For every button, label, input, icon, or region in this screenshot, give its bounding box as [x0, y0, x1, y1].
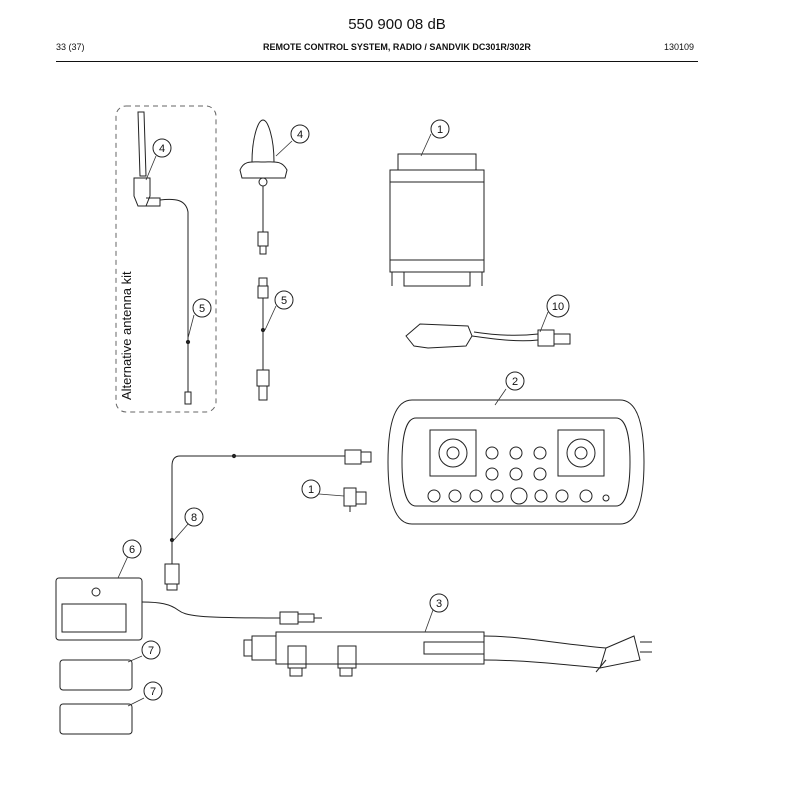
callout-label: 2: [512, 376, 518, 388]
callout-label: 5: [199, 303, 205, 315]
callout-7-top: [141, 640, 161, 660]
page-number: 33 (37): [56, 42, 85, 52]
radio-unit: [389, 153, 485, 287]
callout-4-dome: [290, 124, 310, 144]
document-date: 130109: [663, 42, 694, 52]
callout-label: 5: [281, 295, 287, 307]
callout-label: 10: [552, 301, 564, 313]
callout-10: [546, 294, 570, 318]
callout-4-whip: [152, 138, 172, 158]
callout-label: 7: [148, 645, 154, 657]
callout-8: [184, 507, 204, 527]
battery-2: [59, 703, 133, 735]
callout-label: 6: [129, 544, 135, 556]
dome-antenna: [239, 119, 288, 255]
control-panel: [387, 399, 645, 525]
callout-label: 4: [297, 129, 303, 141]
callout-label: 7: [150, 686, 156, 698]
mounting-cradle: [243, 631, 652, 677]
callout-label: 1: [308, 484, 314, 496]
callout-3: [429, 593, 449, 613]
document-number: 550 900 08 dB: [348, 16, 446, 33]
antenna-cable: [256, 277, 270, 401]
whip-antenna: [133, 111, 192, 405]
cable-assembly: [405, 323, 571, 349]
callout-5-cable: [274, 290, 294, 310]
callout-label: 8: [191, 512, 197, 524]
battery-1: [59, 659, 133, 691]
callout-6: [122, 539, 142, 559]
callout-label: 4: [159, 143, 165, 155]
panel-cable: [164, 449, 372, 591]
callout-label: 1: [437, 124, 443, 136]
callout-label: 3: [436, 598, 442, 610]
callout-7-bottom: [143, 681, 163, 701]
callout-2: [505, 371, 525, 391]
callout-1-plug: [301, 479, 321, 499]
small-plug: [343, 487, 367, 512]
alt-kit-box: [115, 105, 217, 413]
callout-1-radio: [430, 119, 450, 139]
document-title: REMOTE CONTROL SYSTEM, RADIO / SANDVIK D…: [263, 42, 531, 52]
battery-charger: [55, 577, 322, 641]
header-rule: [56, 61, 698, 62]
alt-kit-label: Alternative antenna kit: [119, 271, 134, 400]
callout-5-alt: [192, 298, 212, 318]
